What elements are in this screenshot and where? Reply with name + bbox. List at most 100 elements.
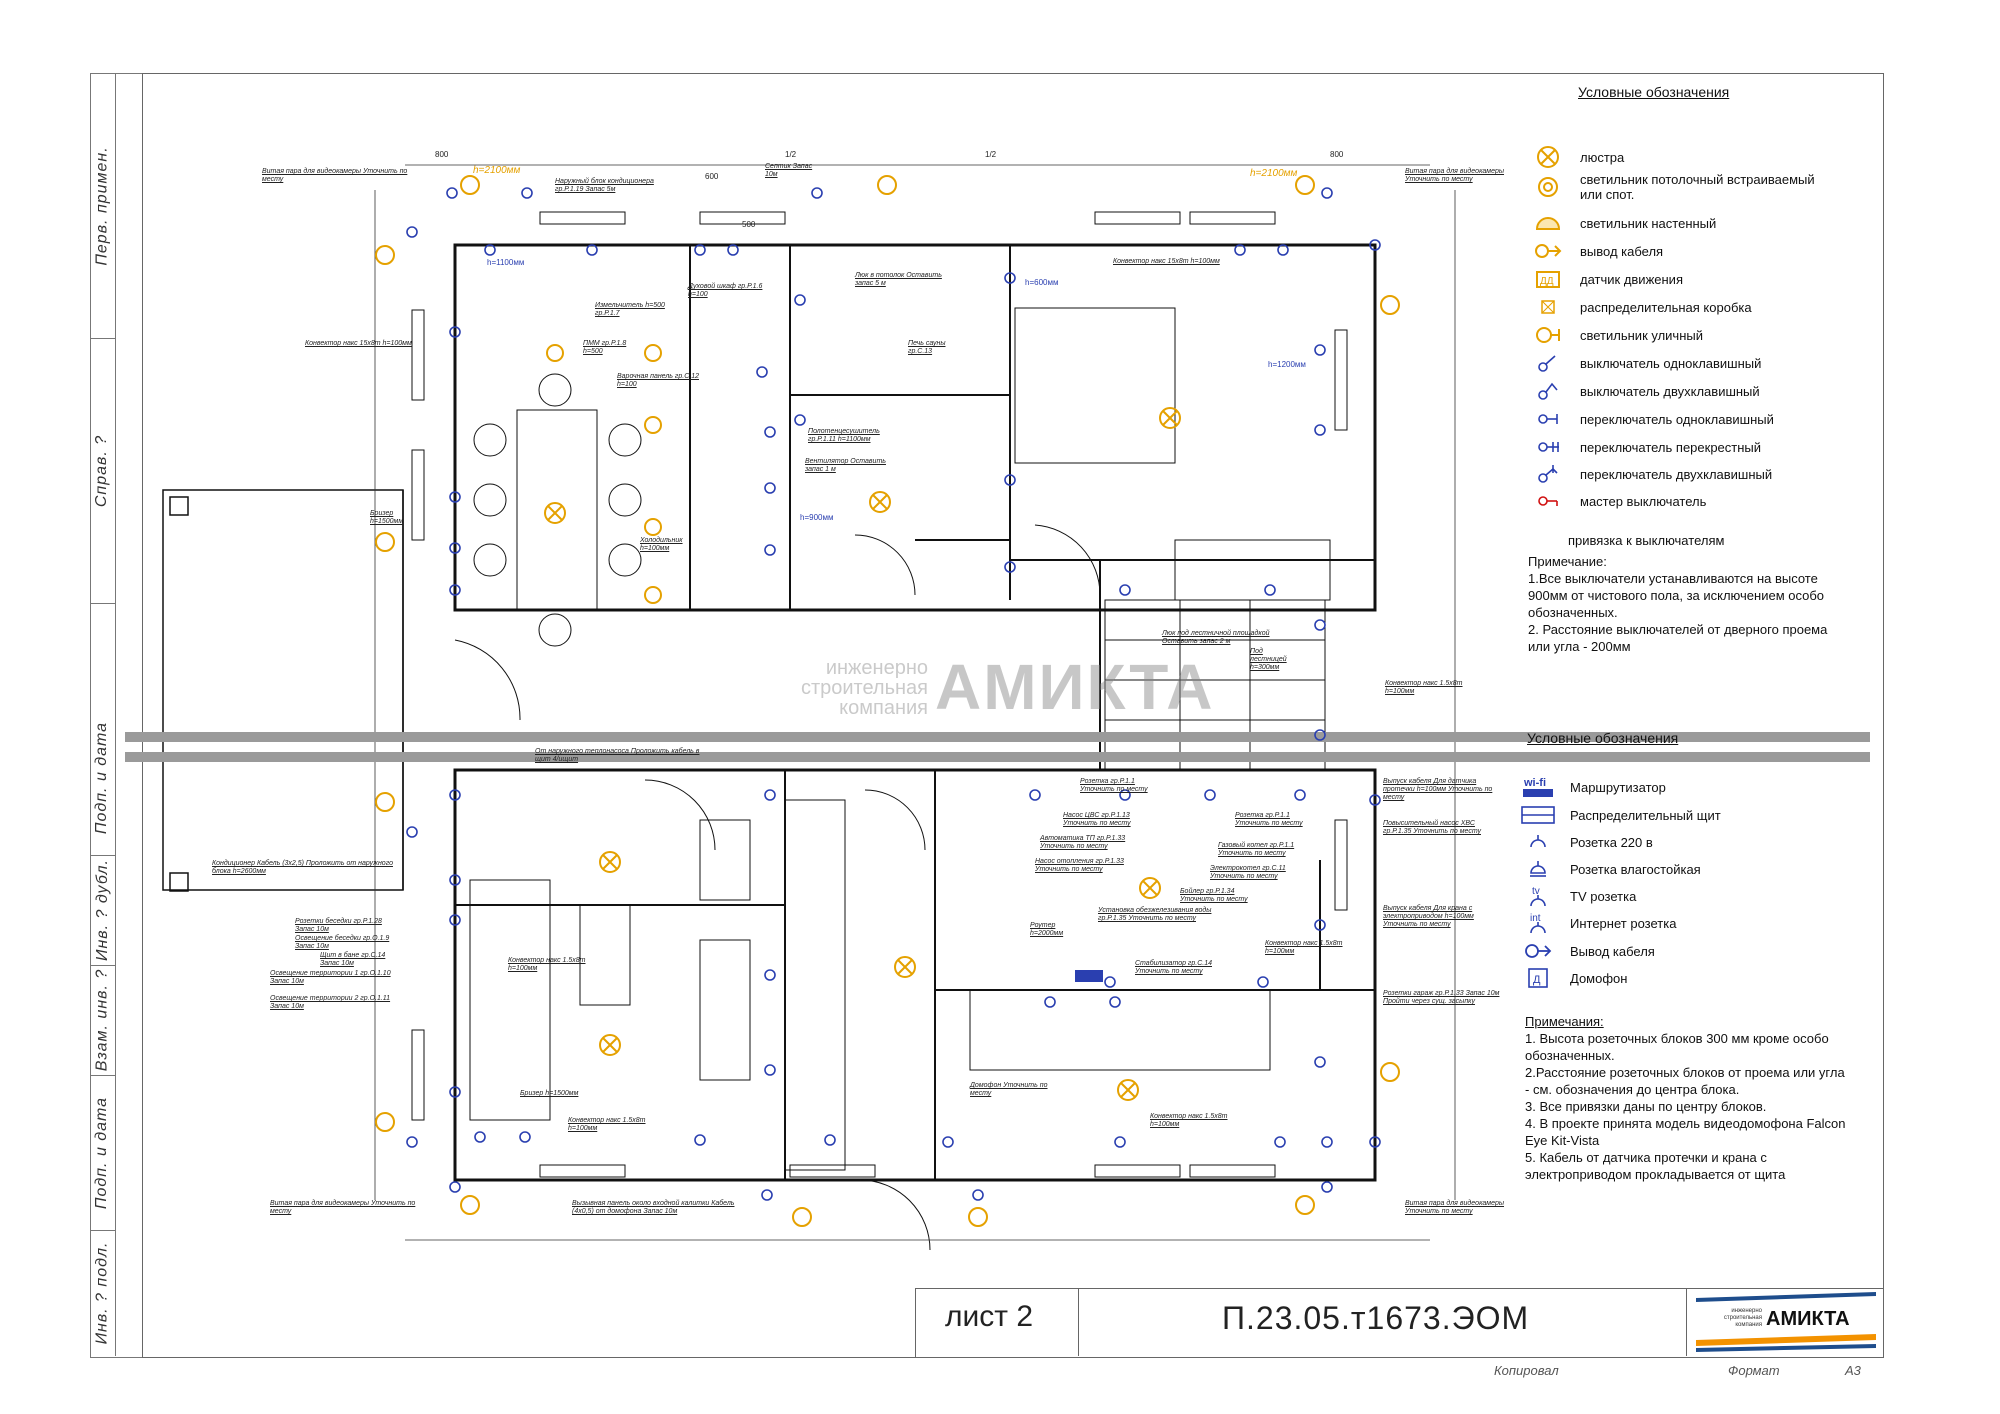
note-convector-tech: Конвектор накс 1.5x8m h=100мм <box>1265 940 1343 955</box>
toggle-double-icon <box>1528 463 1568 485</box>
dim-top-right: 800 <box>1330 150 1344 159</box>
note-camera-tl: Витая пара для видеокамеры Уточнить по м… <box>262 168 408 183</box>
legend2-item: wi-fi Маршрутизатор <box>1518 776 1666 798</box>
intercom-icon: Д <box>1518 967 1558 989</box>
legend1-item: переключатель перекрестный <box>1528 436 1761 458</box>
note-ceiling-hatch: Люк в потолок Оставить запас 5 м <box>855 272 942 287</box>
height-label-bedroom-2: h=1200мм <box>1268 360 1306 369</box>
legend2-note: 3. Все привязки даны по центру блоков. <box>1525 1099 1767 1114</box>
chandelier-icon <box>1528 146 1568 168</box>
gray-band <box>125 732 1870 762</box>
note-convector-garage: Конвектор накс 1.5x8m h=100мм <box>1150 1113 1228 1128</box>
legend1-label: люстра <box>1580 149 1625 165</box>
spot-light-icon <box>1528 176 1568 198</box>
distribution-board-icon <box>1518 804 1558 826</box>
wall-light-icon <box>1528 212 1568 234</box>
binding-note: привязка к выключателям <box>1568 533 1725 548</box>
legend2-note: 5. Кабель от датчика протечки и крана с … <box>1525 1150 1786 1182</box>
stabilizer-box <box>1075 970 1103 982</box>
note-electric-boiler: Электрокотел гр.С.11 Уточнить по месту <box>1210 865 1286 880</box>
tv-socket-icon: tv <box>1518 885 1558 907</box>
note-garage-sockets: Розетки гараж гр.Р.1.33 Запас 10м Пройти… <box>1383 990 1500 1005</box>
note-breather-top: Бризер h=1500мм <box>370 510 404 525</box>
dim-top-half-left: 1/2 <box>785 150 797 159</box>
legend2-item: Д Домофон <box>1518 967 1627 989</box>
note-socket-tech: Розетка гр.Р.1.1 Уточнить по месту <box>1080 778 1148 793</box>
drawing-frame <box>142 73 1884 1358</box>
logo-brand-text: АМИКТА <box>1766 1308 1850 1330</box>
bed <box>1014 307 1331 601</box>
street-light-icon <box>1528 324 1568 346</box>
legend1-item: переключатель двухклавишный <box>1528 463 1772 485</box>
legend1-item: выключатель одноклавишный <box>1528 352 1761 374</box>
legend1-label: переключатель одноклавишный <box>1580 411 1774 427</box>
format-label: Формат <box>1728 1363 1780 1378</box>
svg-text:wi-fi: wi-fi <box>1523 777 1546 789</box>
note-booster-pump: Повысительный насос ХВС гр.Р.1.35 Уточни… <box>1383 820 1481 835</box>
note-convector-kitchen: Конвектор накс 15x8m h=100мм <box>305 340 412 347</box>
sheet-label: лист 2 <box>945 1300 1034 1333</box>
left-stamp-column <box>90 73 143 1358</box>
legend2-label: Розетка влагостойкая <box>1570 861 1701 877</box>
height-label-kitchen: h=1100мм <box>487 258 525 267</box>
legend1-label: светильник потолочный встраиваемый или с… <box>1580 172 1815 202</box>
legend2-item: Распределительный щит <box>1518 804 1721 826</box>
note-valve-cable: Выпуск кабеля Для крана с электроприводо… <box>1383 905 1474 928</box>
note-convector-living: Конвектор накс 1.5x8m h=100мм <box>508 957 586 972</box>
legend2-note: 1. Высота розеточных блоков 300 мм кроме… <box>1525 1031 1829 1063</box>
legend1-label: выключатель одноклавишный <box>1580 355 1762 371</box>
internet-socket-icon: int <box>1518 912 1558 934</box>
legend2-notes: Примечания: 1. Высота розеточных блоков … <box>1525 1013 1850 1183</box>
legend1-label: переключатель двухклавишный <box>1580 466 1773 482</box>
legend1-note: 2. Расстояние выключателей от дверного п… <box>1528 622 1828 654</box>
legend2-note: 2.Расстояние розеточных блоков от проема… <box>1525 1065 1845 1097</box>
stamp-cell-replace-inv: Взам. инв. ? <box>90 965 115 1076</box>
note-camera-bl: Витая пара для видеокамеры Уточнить по м… <box>270 1200 416 1215</box>
master-switch-icon <box>1528 490 1568 512</box>
title-block-divider <box>1686 1288 1687 1356</box>
note-stabilizer: Стабилизатор гр.С.14 Уточнить по месту <box>1135 960 1212 975</box>
legend2-title: Условные обозначения <box>1527 730 1679 746</box>
stamp-cell-sign-date-1: Подп. и дата <box>90 700 115 856</box>
height-label-tl: h=2100мм <box>473 165 521 176</box>
sockets-switches <box>406 187 1381 1201</box>
note-fridge: Холодильник h=100мм <box>640 537 683 552</box>
svg-text:tv: tv <box>1532 886 1540 897</box>
title-block <box>915 1288 1883 1357</box>
drawing-code: П.23.05.т1673.ЭОМ <box>1222 1300 1530 1336</box>
note-sauna-stove: Печь сауны гр.С.13 <box>908 340 946 355</box>
toggle-cross-icon <box>1528 436 1568 458</box>
height-label-tr: h=2100мм <box>1250 168 1298 179</box>
legend2-item: int Интернет розетка <box>1518 912 1676 934</box>
legend2-note-heading: Примечания: <box>1525 1014 1604 1029</box>
note-camera-tr: Витая пара для видеокамеры Уточнить по м… <box>1405 168 1505 183</box>
motion-sensor-icon: ДД <box>1528 268 1568 290</box>
note-territory-light-1: Освещение территории 1 гр.О.1.10 Запас 1… <box>270 970 391 985</box>
note-heatpump-automation: Автоматика ТП гр.Р.1.33 Уточнить по мест… <box>1040 835 1126 850</box>
legend2-item: Вывод кабеля <box>1518 940 1655 962</box>
socket-220-icon <box>1518 831 1558 853</box>
exterior-walls <box>453 243 1377 1182</box>
stamp-cell-dup-inv: Инв. ? дубл. <box>90 855 115 966</box>
note-breather-bottom: Бризер h=1500мм <box>520 1090 579 1097</box>
wifi-router-icon: wi-fi <box>1518 776 1558 798</box>
legend1-item: ДД датчик движения <box>1528 268 1683 290</box>
height-label-bath: h=900мм <box>800 513 834 522</box>
note-outdoor-ac: Наружный блок кондиционера гр.Р.1.19 Зап… <box>555 178 654 193</box>
note-convector-hall: Конвектор накс 1.5x8m h=100мм <box>1385 680 1463 695</box>
toggle-single-icon <box>1528 408 1568 430</box>
logo-company-text: инженерно строительная компания <box>1723 1308 1762 1328</box>
legend1-item: светильник настенный <box>1528 212 1716 234</box>
note-call-panel: Вызывная панель около входной калитки Ка… <box>572 1200 735 1215</box>
door-arcs <box>454 524 1101 1251</box>
chandeliers <box>544 407 1181 1101</box>
cable-outlet-icon <box>1518 940 1558 962</box>
logo-stripes <box>1696 1292 1876 1352</box>
note-under-stairs: Под лестницей h=300мм <box>1250 648 1287 671</box>
note-territory-light-2: Освещение территории 2 гр.О.1.11 Запас 1… <box>270 995 391 1010</box>
legend1-label: вывод кабеля <box>1580 243 1664 259</box>
legend1-item: люстра <box>1528 146 1624 168</box>
note-hob: Варочная панель гр.С.12 h=100 <box>617 373 699 388</box>
note-bath-board: Щит в бане гр.С.14 Запас 10м <box>320 952 386 967</box>
note-router: Роутер h=2000мм <box>1030 922 1064 937</box>
